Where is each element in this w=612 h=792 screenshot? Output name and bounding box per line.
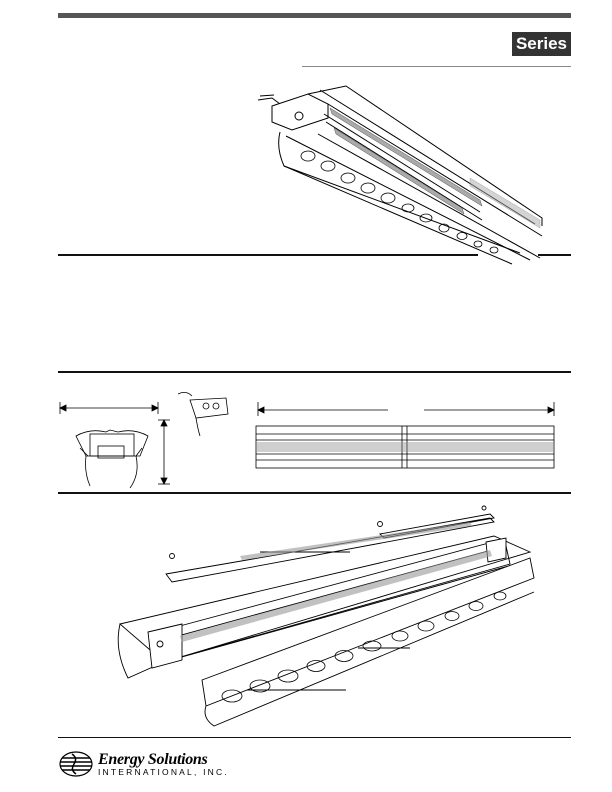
exploded-view-illustration (117, 505, 535, 727)
header-bar (58, 13, 571, 18)
company-name: Energy Solutions (98, 751, 208, 768)
header-divider (302, 66, 571, 67)
section-rule-1b (538, 254, 571, 256)
dimension-drawings (59, 392, 555, 489)
footer-rule (58, 737, 571, 738)
fixture-perspective-illustration (257, 85, 543, 265)
section-rule-3 (58, 492, 571, 494)
globe-logo-icon (59, 751, 93, 777)
series-badge: Series (512, 32, 571, 56)
company-subtitle: INTERNATIONAL, INC. (98, 767, 229, 777)
section-rule-2 (58, 371, 571, 373)
section-rule-1 (58, 254, 478, 256)
